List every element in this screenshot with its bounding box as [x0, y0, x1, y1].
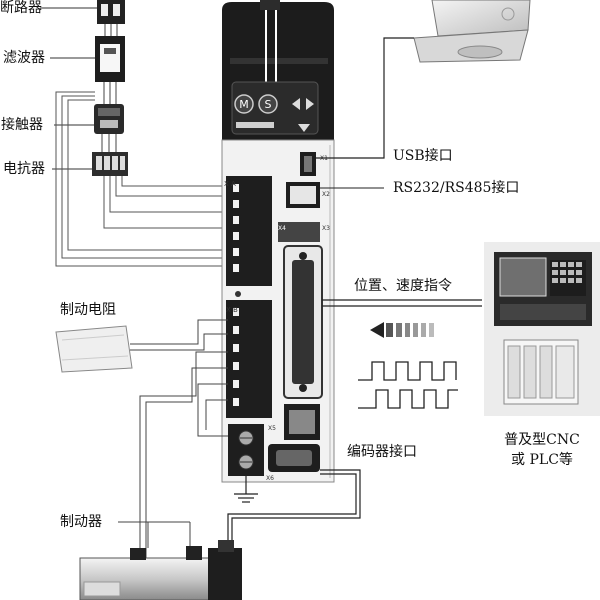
- laptop-pc: [413, 0, 531, 63]
- reactor-label: 电抗器: [3, 161, 45, 177]
- port-x3-label: X3: [322, 225, 330, 232]
- command-signal-line: [322, 299, 482, 307]
- cnc-label-line2: 或 PLC等: [511, 452, 573, 468]
- svg-text:S: S: [265, 98, 272, 111]
- motor-power-wires: [139, 351, 228, 560]
- port-x4-label: X4: [278, 225, 286, 232]
- usb-port-label: USB接口: [393, 148, 453, 164]
- cnc-label-line1: 普及型CNC: [504, 432, 580, 448]
- breaker-device: [40, 0, 125, 24]
- port-x6-label: X6: [266, 475, 274, 482]
- usb-cable: [316, 37, 414, 159]
- port-x2-label: X2: [322, 191, 330, 198]
- breaker-label: 断路器: [0, 0, 42, 16]
- connector-xb-label: X B: [226, 306, 238, 314]
- pulse-waveform-a: [358, 361, 457, 381]
- encoder-cable: [231, 469, 361, 560]
- drive-left-arrow-button[interactable]: [292, 98, 300, 110]
- brake-resistor-label: 制动电阻: [60, 302, 116, 318]
- contactor-label: 接触器: [1, 117, 43, 133]
- drive-down-arrow-button[interactable]: [298, 124, 310, 132]
- cnc-plc-image: [484, 242, 600, 416]
- svg-text:M: M: [239, 98, 249, 111]
- encoder-port-label: 编码器接口: [347, 444, 417, 460]
- command-direction-arrow: [370, 322, 434, 338]
- filter-label: 滤波器: [3, 50, 45, 66]
- contactor-device: [54, 104, 124, 134]
- port-x5-label: X5: [268, 425, 276, 432]
- brake-label: 制动器: [60, 514, 102, 530]
- connector-xa-label: X A: [224, 180, 236, 188]
- drive-set-button[interactable]: S: [258, 94, 278, 114]
- servo-drive: [221, 0, 335, 483]
- rs-port-label: RS232/RS485接口: [393, 180, 520, 196]
- filter-device: [50, 36, 125, 82]
- servo-motor: [79, 540, 242, 600]
- brake-resistor-device: [55, 325, 133, 373]
- drive-display-label-strip: [236, 122, 274, 128]
- ground-symbol: [234, 476, 258, 503]
- power-wires: [55, 91, 228, 267]
- drive-right-arrow-button[interactable]: [306, 98, 314, 110]
- reactor-device: [52, 152, 128, 176]
- drive-mode-button[interactable]: M: [234, 94, 254, 114]
- pulse-waveform-b: [358, 389, 458, 409]
- position-speed-command-label: 位置、速度指令: [354, 278, 452, 294]
